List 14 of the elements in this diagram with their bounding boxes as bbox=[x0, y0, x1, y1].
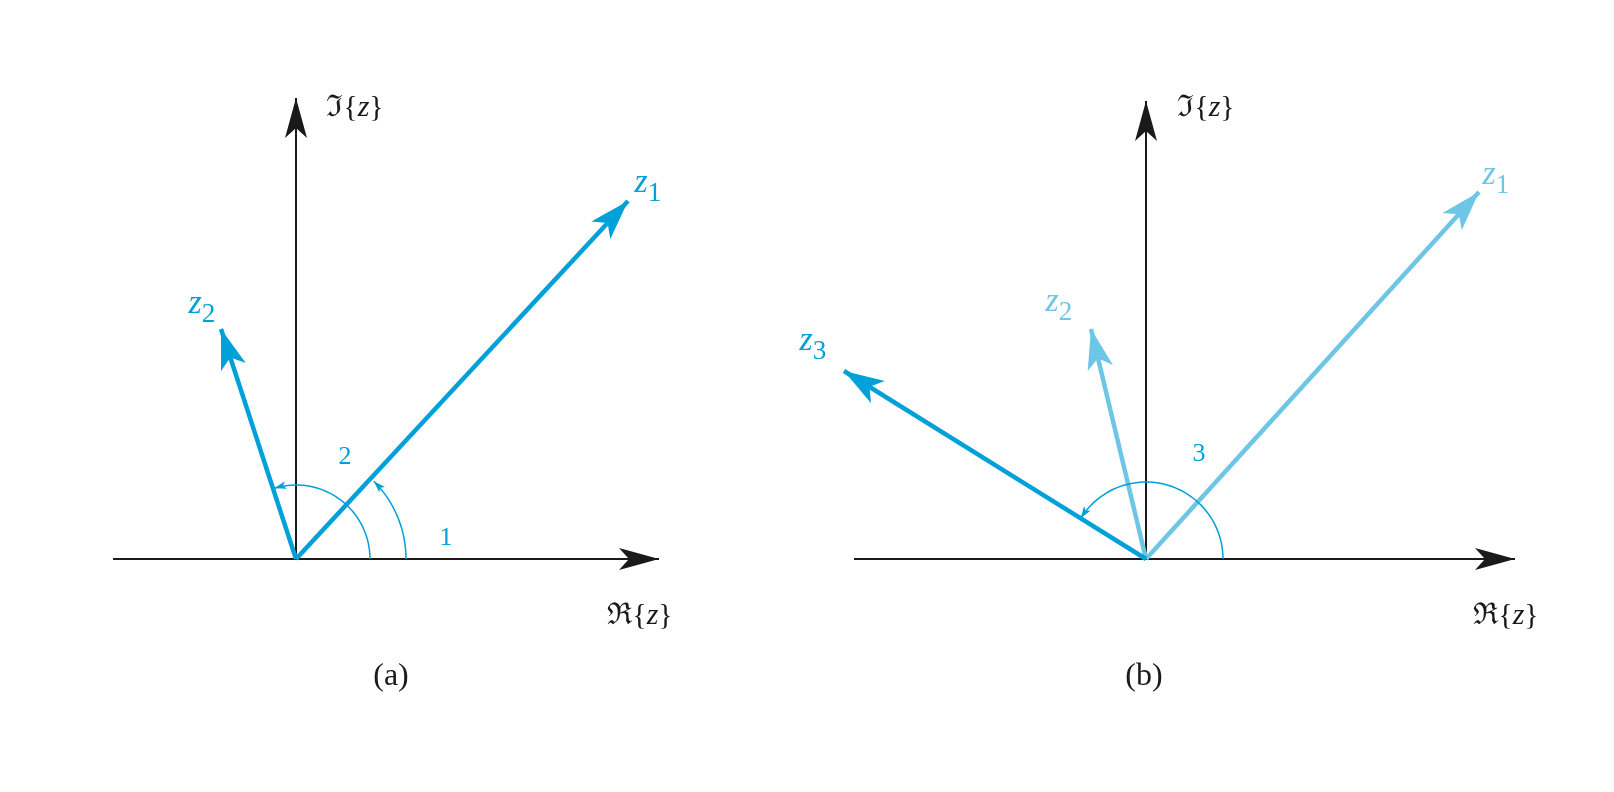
axis-label: ℑ{z} bbox=[1177, 91, 1235, 121]
axis-label: ℜ{z} bbox=[607, 599, 673, 629]
vector-label: z$_{1}$ bbox=[1482, 155, 1510, 199]
panel-label: (b) bbox=[1125, 658, 1163, 690]
vector-label: z$_{1}$ bbox=[634, 163, 662, 207]
vector-label: z$_{3}$ bbox=[799, 321, 827, 365]
panel-label: (a) bbox=[373, 658, 409, 690]
vector-label: z$_{2}$ bbox=[188, 284, 216, 328]
angle-label: 1 bbox=[439, 524, 453, 550]
axis-label: ℜ{z} bbox=[1473, 599, 1539, 629]
vector-label: z$_{2}$ bbox=[1045, 282, 1073, 326]
angle-label: 3 bbox=[1192, 440, 1206, 466]
angle-label: 2 bbox=[338, 443, 352, 469]
axis-label: ℑ{z} bbox=[326, 91, 384, 121]
